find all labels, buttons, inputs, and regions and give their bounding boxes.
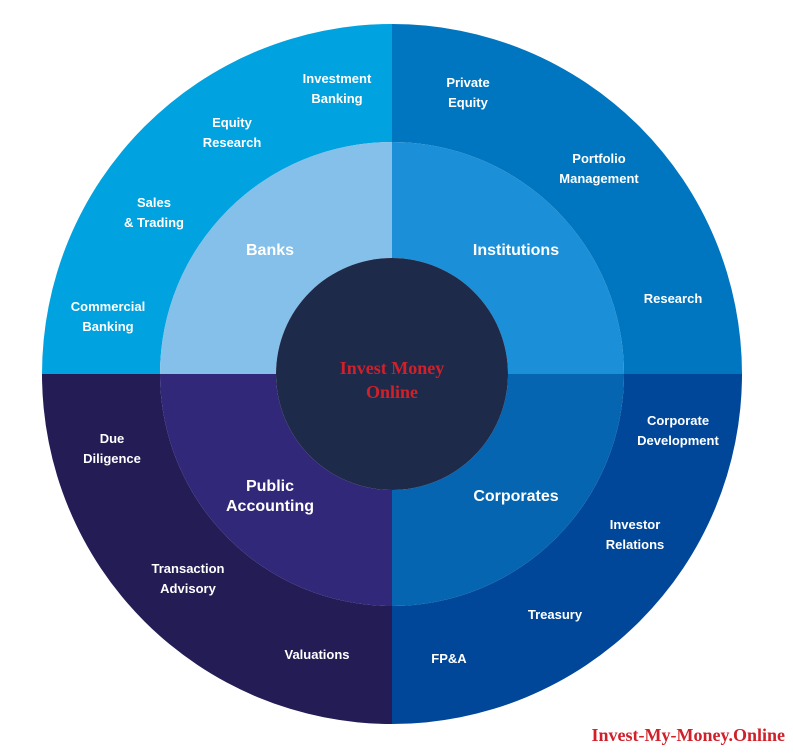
outer-segment-public-accounting bbox=[42, 374, 392, 724]
inner-segment-institutions bbox=[392, 142, 624, 374]
center-title-line: Online bbox=[366, 382, 418, 402]
role-label-banks-line: Investment bbox=[303, 71, 372, 86]
role-label-corporates-line: FP&A bbox=[431, 651, 467, 666]
inner-segment-banks bbox=[160, 142, 392, 374]
sector-label-banks-line: Banks bbox=[246, 242, 294, 259]
role-label-corporates-line: Treasury bbox=[528, 607, 583, 622]
role-label-corporates-line: Investor bbox=[610, 517, 661, 532]
role-label-institutions: Research bbox=[644, 291, 703, 306]
role-label-banks-line: & Trading bbox=[124, 215, 184, 230]
role-label-banks-line: Equity bbox=[212, 115, 252, 130]
outer-segment-corporates bbox=[392, 374, 742, 724]
role-label-public-accounting: Valuations bbox=[284, 647, 349, 662]
outer-segment-banks bbox=[42, 24, 392, 374]
role-label-corporates-line: Relations bbox=[606, 537, 665, 552]
role-label-institutions-line: Portfolio bbox=[572, 151, 625, 166]
role-label-institutions-line: Equity bbox=[448, 95, 488, 110]
role-label-corporates: Treasury bbox=[528, 607, 583, 622]
role-label-corporates: FP&A bbox=[431, 651, 467, 666]
sector-label-corporates-line: Corporates bbox=[473, 488, 558, 505]
role-label-institutions-line: Private bbox=[446, 75, 489, 90]
role-label-banks-line: Research bbox=[203, 135, 262, 150]
sector-label-public-accounting-line: Accounting bbox=[226, 498, 314, 515]
role-label-institutions-line: Research bbox=[644, 291, 703, 306]
center-circle bbox=[276, 258, 508, 490]
role-label-banks-line: Banking bbox=[311, 91, 362, 106]
sector-label-corporates: Corporates bbox=[473, 488, 558, 505]
outer-segment-institutions bbox=[392, 24, 742, 374]
role-label-banks-line: Commercial bbox=[71, 299, 145, 314]
role-label-public-accounting-line: Due bbox=[100, 431, 125, 446]
sector-label-banks: Banks bbox=[246, 242, 294, 259]
role-label-banks: Sales & Trading bbox=[124, 195, 184, 230]
sector-label-public-accounting-line: Public bbox=[246, 478, 294, 495]
role-label-institutions-line: Management bbox=[559, 171, 639, 186]
inner-segment-public-accounting bbox=[160, 374, 392, 606]
role-label-corporates-line: Corporate bbox=[647, 413, 709, 428]
role-label-banks-line: Banking bbox=[82, 319, 133, 334]
role-label-public-accounting-line: Valuations bbox=[284, 647, 349, 662]
role-label-public-accounting-line: Advisory bbox=[160, 581, 216, 596]
site-watermark: Invest-My-Money.Online bbox=[591, 725, 786, 745]
sector-label-institutions: Institutions bbox=[473, 242, 559, 259]
role-label-banks-line: Sales bbox=[137, 195, 171, 210]
role-label-public-accounting-line: Diligence bbox=[83, 451, 141, 466]
center-title-line: Invest Money bbox=[340, 358, 445, 378]
inner-segment-corporates bbox=[392, 374, 624, 606]
role-label-corporates-line: Development bbox=[637, 433, 719, 448]
role-label-public-accounting-line: Transaction bbox=[152, 561, 225, 576]
sector-label-institutions-line: Institutions bbox=[473, 242, 559, 259]
